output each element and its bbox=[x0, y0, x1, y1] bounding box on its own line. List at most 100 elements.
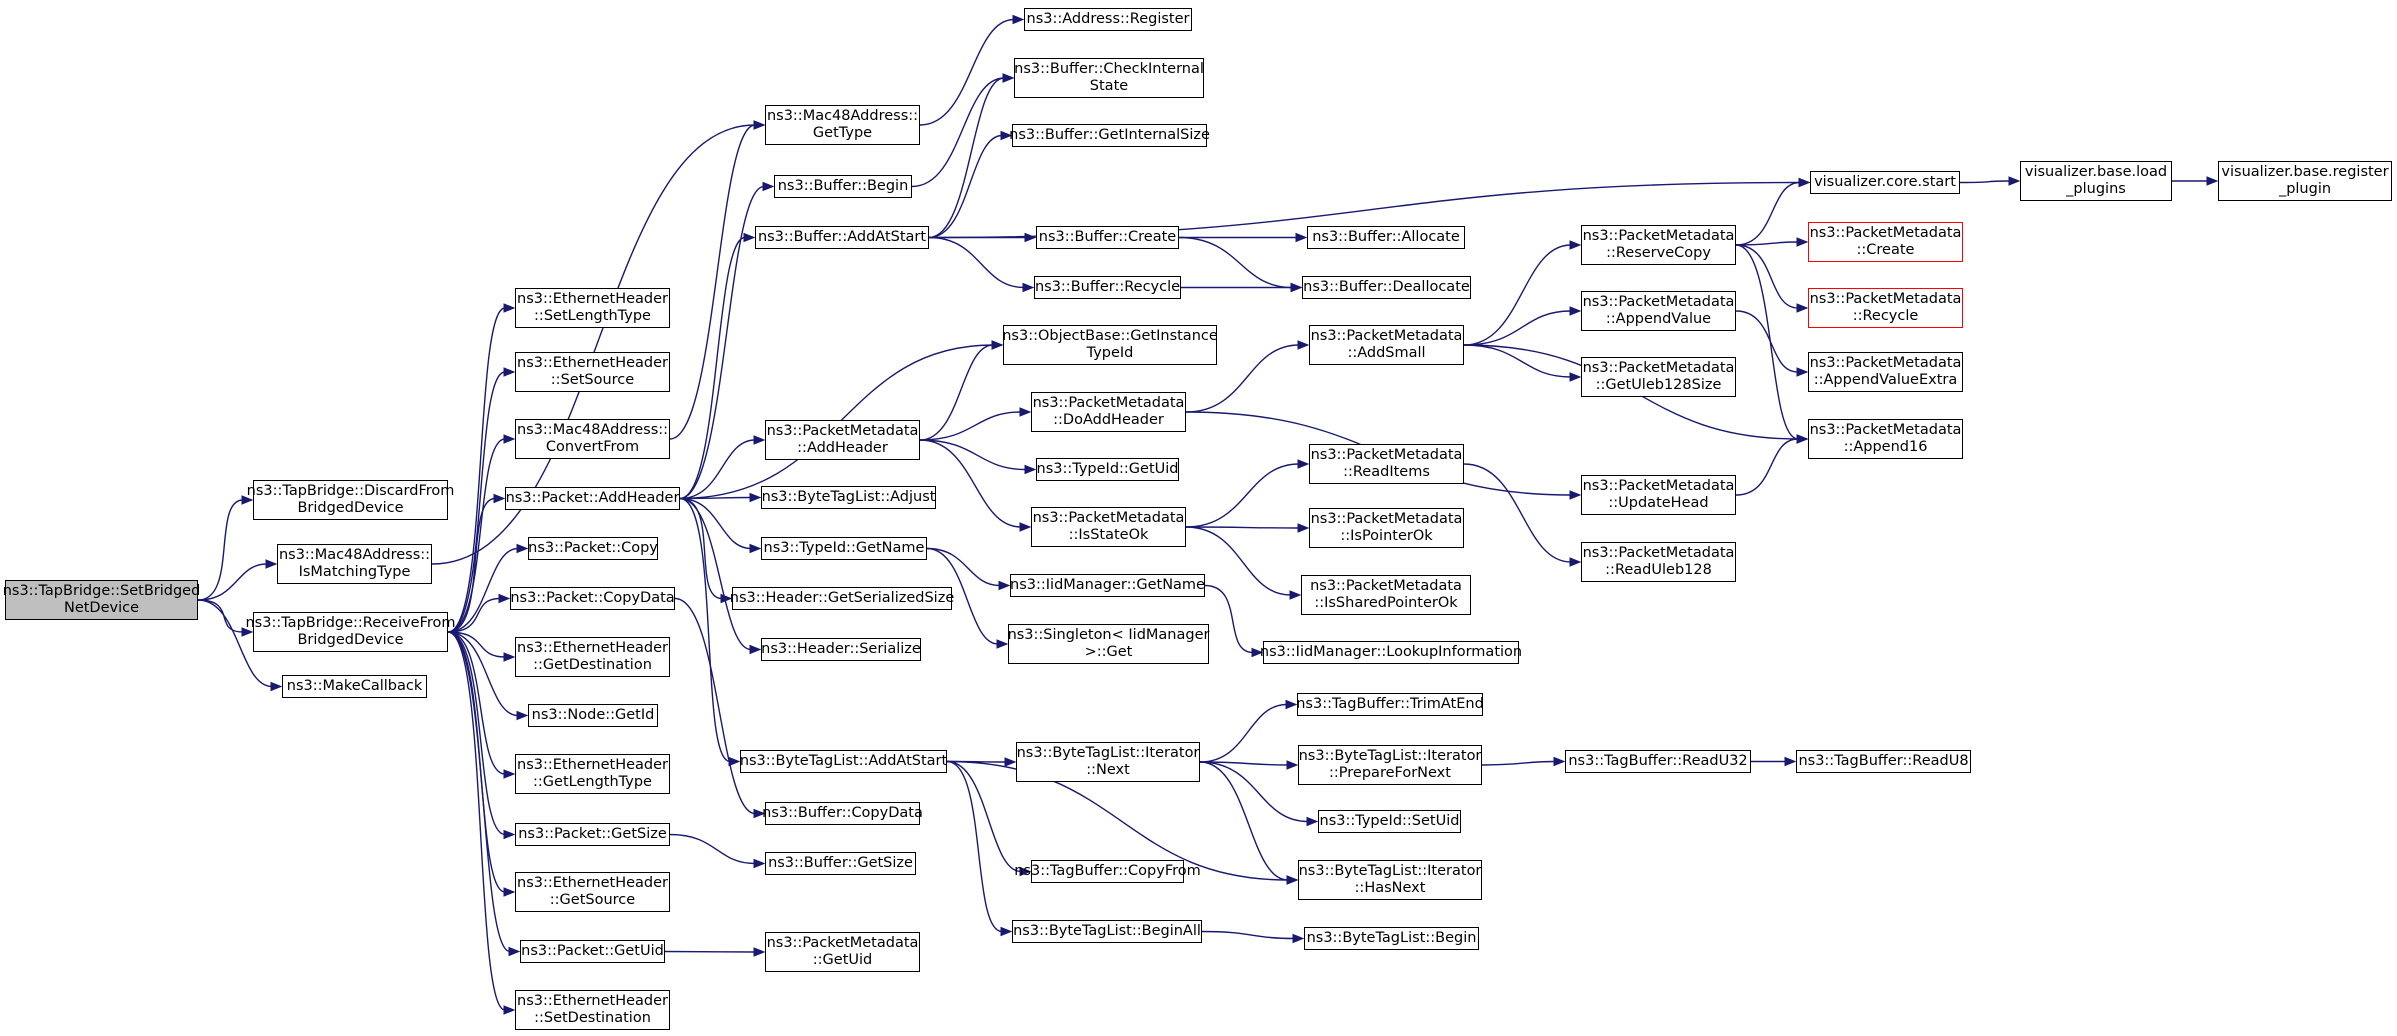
node-pm-recycle[interactable]: ns3::PacketMetadata::Recycle bbox=[1808, 288, 1963, 328]
node-eh-setsrc[interactable]: ns3::EthernetHeader::SetSource bbox=[515, 352, 670, 392]
node-btl-adjust[interactable]: ns3::ByteTagList::Adjust bbox=[761, 486, 936, 509]
node-pm-addheader[interactable]: ns3::PacketMetadata::AddHeader bbox=[765, 420, 920, 460]
node-btl-beginall[interactable]: ns3::ByteTagList::BeginAll bbox=[1012, 920, 1202, 943]
edge-arrowhead bbox=[991, 340, 1004, 350]
edge-pkt_addheader-to-buf_addatstart bbox=[679, 236, 746, 500]
node-btli-next[interactable]: ns3::ByteTagList::Iterator::Next bbox=[1016, 742, 1200, 782]
node-eh-getsrc[interactable]: ns3::EthernetHeader::GetSource bbox=[515, 872, 670, 912]
node-pm-appendvalueextra[interactable]: ns3::PacketMetadata::AppendValueExtra bbox=[1808, 352, 1963, 392]
node-iid-getname[interactable]: ns3::IidManager::GetName bbox=[1010, 574, 1205, 597]
node-pm-issharedpointerok[interactable]: ns3::PacketMetadata::IsSharedPointerOk bbox=[1301, 575, 1471, 615]
node-buf-begin[interactable]: ns3::Buffer::Begin bbox=[774, 175, 912, 198]
node-pm-append16[interactable]: ns3::PacketMetadata::Append16 bbox=[1808, 419, 1963, 459]
edge-pm_addheader-to-pm_isstateok bbox=[919, 439, 1022, 528]
node-addr-register[interactable]: ns3::Address::Register bbox=[1024, 8, 1192, 31]
edge-root-to-ismatching bbox=[197, 563, 268, 601]
node-pm-doaddheader[interactable]: ns3::PacketMetadata::DoAddHeader bbox=[1031, 392, 1186, 432]
edge-arrowhead bbox=[2206, 176, 2219, 186]
node-label-line: ns3::PacketMetadata bbox=[1809, 355, 1962, 371]
node-label-line: ::AppendValue bbox=[1605, 311, 1712, 327]
node-mac-convert[interactable]: ns3::Mac48Address::ConvertFrom bbox=[515, 419, 670, 459]
node-buf-allocate[interactable]: ns3::Buffer::Allocate bbox=[1307, 226, 1465, 249]
node-label-line: ::PrepareForNext bbox=[1329, 765, 1451, 781]
node-pm-updatehead[interactable]: ns3::PacketMetadata::UpdateHead bbox=[1581, 475, 1736, 515]
edge-arrowhead bbox=[241, 627, 254, 637]
node-pm-readuleb[interactable]: ns3::PacketMetadata::ReadUleb128 bbox=[1581, 542, 1736, 582]
node-makecb[interactable]: ns3::MakeCallback bbox=[282, 675, 427, 698]
node-typeid-getuid[interactable]: ns3::TypeId::GetUid bbox=[1036, 458, 1179, 481]
node-pkt-getuid[interactable]: ns3::Packet::GetUid bbox=[520, 940, 665, 963]
edge-arrowhead bbox=[1297, 459, 1310, 469]
node-vis-start[interactable]: visualizer.core.start bbox=[1810, 171, 1960, 194]
node-pm-addsmall[interactable]: ns3::PacketMetadata::AddSmall bbox=[1309, 325, 1464, 365]
node-iid-lookup[interactable]: ns3::IidManager::LookupInformation bbox=[1260, 641, 1522, 664]
edge-vis_start-to-vis_load bbox=[1959, 180, 2011, 184]
edge-pm_doaddheader-to-pm_addsmall bbox=[1185, 344, 1300, 413]
edge-arrowhead bbox=[1004, 757, 1017, 767]
node-pkt-addheader[interactable]: ns3::Packet::AddHeader bbox=[505, 487, 680, 510]
node-tb-trimatend[interactable]: ns3::TagBuffer::TrimAtEnd bbox=[1296, 693, 1484, 716]
node-eh-setdst[interactable]: ns3::EthernetHeader::SetDestination bbox=[515, 990, 670, 1030]
node-label-line: ::GetSource bbox=[549, 892, 636, 908]
node-label-line: ns3::TagBuffer::TrimAtEnd bbox=[1296, 696, 1484, 712]
node-pkt-getsize[interactable]: ns3::Packet::GetSize bbox=[515, 823, 670, 846]
node-tb-readu8[interactable]: ns3::TagBuffer::ReadU8 bbox=[1796, 750, 1971, 773]
node-buf-copydata[interactable]: ns3::Buffer::CopyData bbox=[762, 802, 923, 825]
edge-arrowhead bbox=[998, 580, 1011, 591]
node-pm-appendvalue[interactable]: ns3::PacketMetadata::AppendValue bbox=[1581, 291, 1736, 331]
node-label-line: ::Next bbox=[1086, 762, 1130, 778]
node-singleton-get[interactable]: ns3::Singleton< IidManager>::Get bbox=[1008, 624, 1209, 664]
node-label-line: ns3::PacketMetadata bbox=[1032, 395, 1185, 411]
node-ismatching[interactable]: ns3::Mac48Address::IsMatchingType bbox=[277, 544, 432, 584]
node-hdr-getsersize[interactable]: ns3::Header::GetSerializedSize bbox=[730, 587, 954, 610]
node-pm-isstateok[interactable]: ns3::PacketMetadata::IsStateOk bbox=[1031, 507, 1186, 547]
node-hdr-serialize[interactable]: ns3::Header::Serialize bbox=[761, 638, 921, 661]
node-eh-getlen[interactable]: ns3::EthernetHeader::GetLengthType bbox=[515, 754, 670, 794]
node-btl-begin[interactable]: ns3::ByteTagList::Begin bbox=[1304, 927, 1479, 950]
node-pm-getuleb[interactable]: ns3::PacketMetadata::GetUleb128Size bbox=[1581, 357, 1736, 397]
edge-pm_reservecopy-to-pm_append16 bbox=[1735, 244, 1799, 440]
node-tb-copyfrom[interactable]: ns3::TagBuffer::CopyFrom bbox=[1014, 860, 1201, 883]
edge-buf_addatstart-to-buf_getinternalsize bbox=[928, 134, 1003, 239]
node-pkt-copydata[interactable]: ns3::Packet::CopyData bbox=[510, 587, 675, 610]
node-typeid-setuid[interactable]: ns3::TypeId::SetUid bbox=[1318, 810, 1461, 833]
node-buf-addatstart[interactable]: ns3::Buffer::AddAtStart bbox=[755, 226, 929, 249]
edge-pm_addheader-to-ob_getinstance bbox=[919, 344, 994, 441]
node-btli-hasnext[interactable]: ns3::ByteTagList::Iterator::HasNext bbox=[1298, 860, 1482, 900]
edge-receive-to-mac_convert bbox=[447, 438, 506, 633]
node-eh-setlen[interactable]: ns3::EthernetHeader::SetLengthType bbox=[515, 288, 670, 328]
node-pm-readitems[interactable]: ns3::PacketMetadata::ReadItems bbox=[1309, 444, 1464, 484]
node-label-line: ns3::Singleton< IidManager bbox=[1007, 627, 1210, 643]
node-btl-addatstart[interactable]: ns3::ByteTagList::AddAtStart bbox=[740, 750, 947, 773]
node-mac-gettype[interactable]: ns3::Mac48Address::GetType bbox=[765, 105, 920, 145]
node-vis-register[interactable]: visualizer.base.register_plugin bbox=[2218, 161, 2392, 201]
node-pm-create[interactable]: ns3::PacketMetadata::Create bbox=[1808, 222, 1963, 262]
node-buf-deallocate[interactable]: ns3::Buffer::Deallocate bbox=[1302, 276, 1471, 299]
node-label-line: ns3::PacketMetadata bbox=[1809, 422, 1962, 438]
node-pm-reservecopy[interactable]: ns3::PacketMetadata::ReserveCopy bbox=[1581, 225, 1736, 265]
node-pm-getuid[interactable]: ns3::PacketMetadata::GetUid bbox=[765, 932, 920, 972]
edge-arrowhead bbox=[503, 829, 516, 840]
node-label-line: ::DoAddHeader bbox=[1053, 412, 1164, 428]
node-typeid-getname[interactable]: ns3::TypeId::GetName bbox=[761, 537, 927, 560]
edge-arrowhead bbox=[753, 435, 766, 445]
node-node-getid[interactable]: ns3::Node::GetId bbox=[528, 704, 658, 727]
node-buf-create[interactable]: ns3::Buffer::Create bbox=[1036, 226, 1179, 249]
node-buf-getinternalsize[interactable]: ns3::Buffer::GetInternalSize bbox=[1009, 124, 1210, 147]
node-eh-getdst[interactable]: ns3::EthernetHeader::GetDestination bbox=[515, 637, 670, 677]
node-label-line: ::AddSmall bbox=[1347, 345, 1426, 361]
node-btli-prepare[interactable]: ns3::ByteTagList::Iterator::PrepareForNe… bbox=[1298, 745, 1482, 785]
node-pkt-copy[interactable]: ns3::Packet::Copy bbox=[528, 537, 658, 560]
node-tb-readu32[interactable]: ns3::TagBuffer::ReadU32 bbox=[1565, 750, 1751, 773]
node-pm-ispointerok[interactable]: ns3::PacketMetadata::IsPointerOk bbox=[1309, 508, 1464, 548]
node-vis-load[interactable]: visualizer.base.load_plugins bbox=[2020, 161, 2172, 201]
node-buf-getsize[interactable]: ns3::Buffer::GetSize bbox=[765, 852, 916, 875]
node-label-line: ns3::Packet::GetSize bbox=[518, 826, 667, 842]
edge-arrowhead bbox=[1290, 282, 1303, 293]
node-buf-recycle[interactable]: ns3::Buffer::Recycle bbox=[1034, 276, 1181, 299]
